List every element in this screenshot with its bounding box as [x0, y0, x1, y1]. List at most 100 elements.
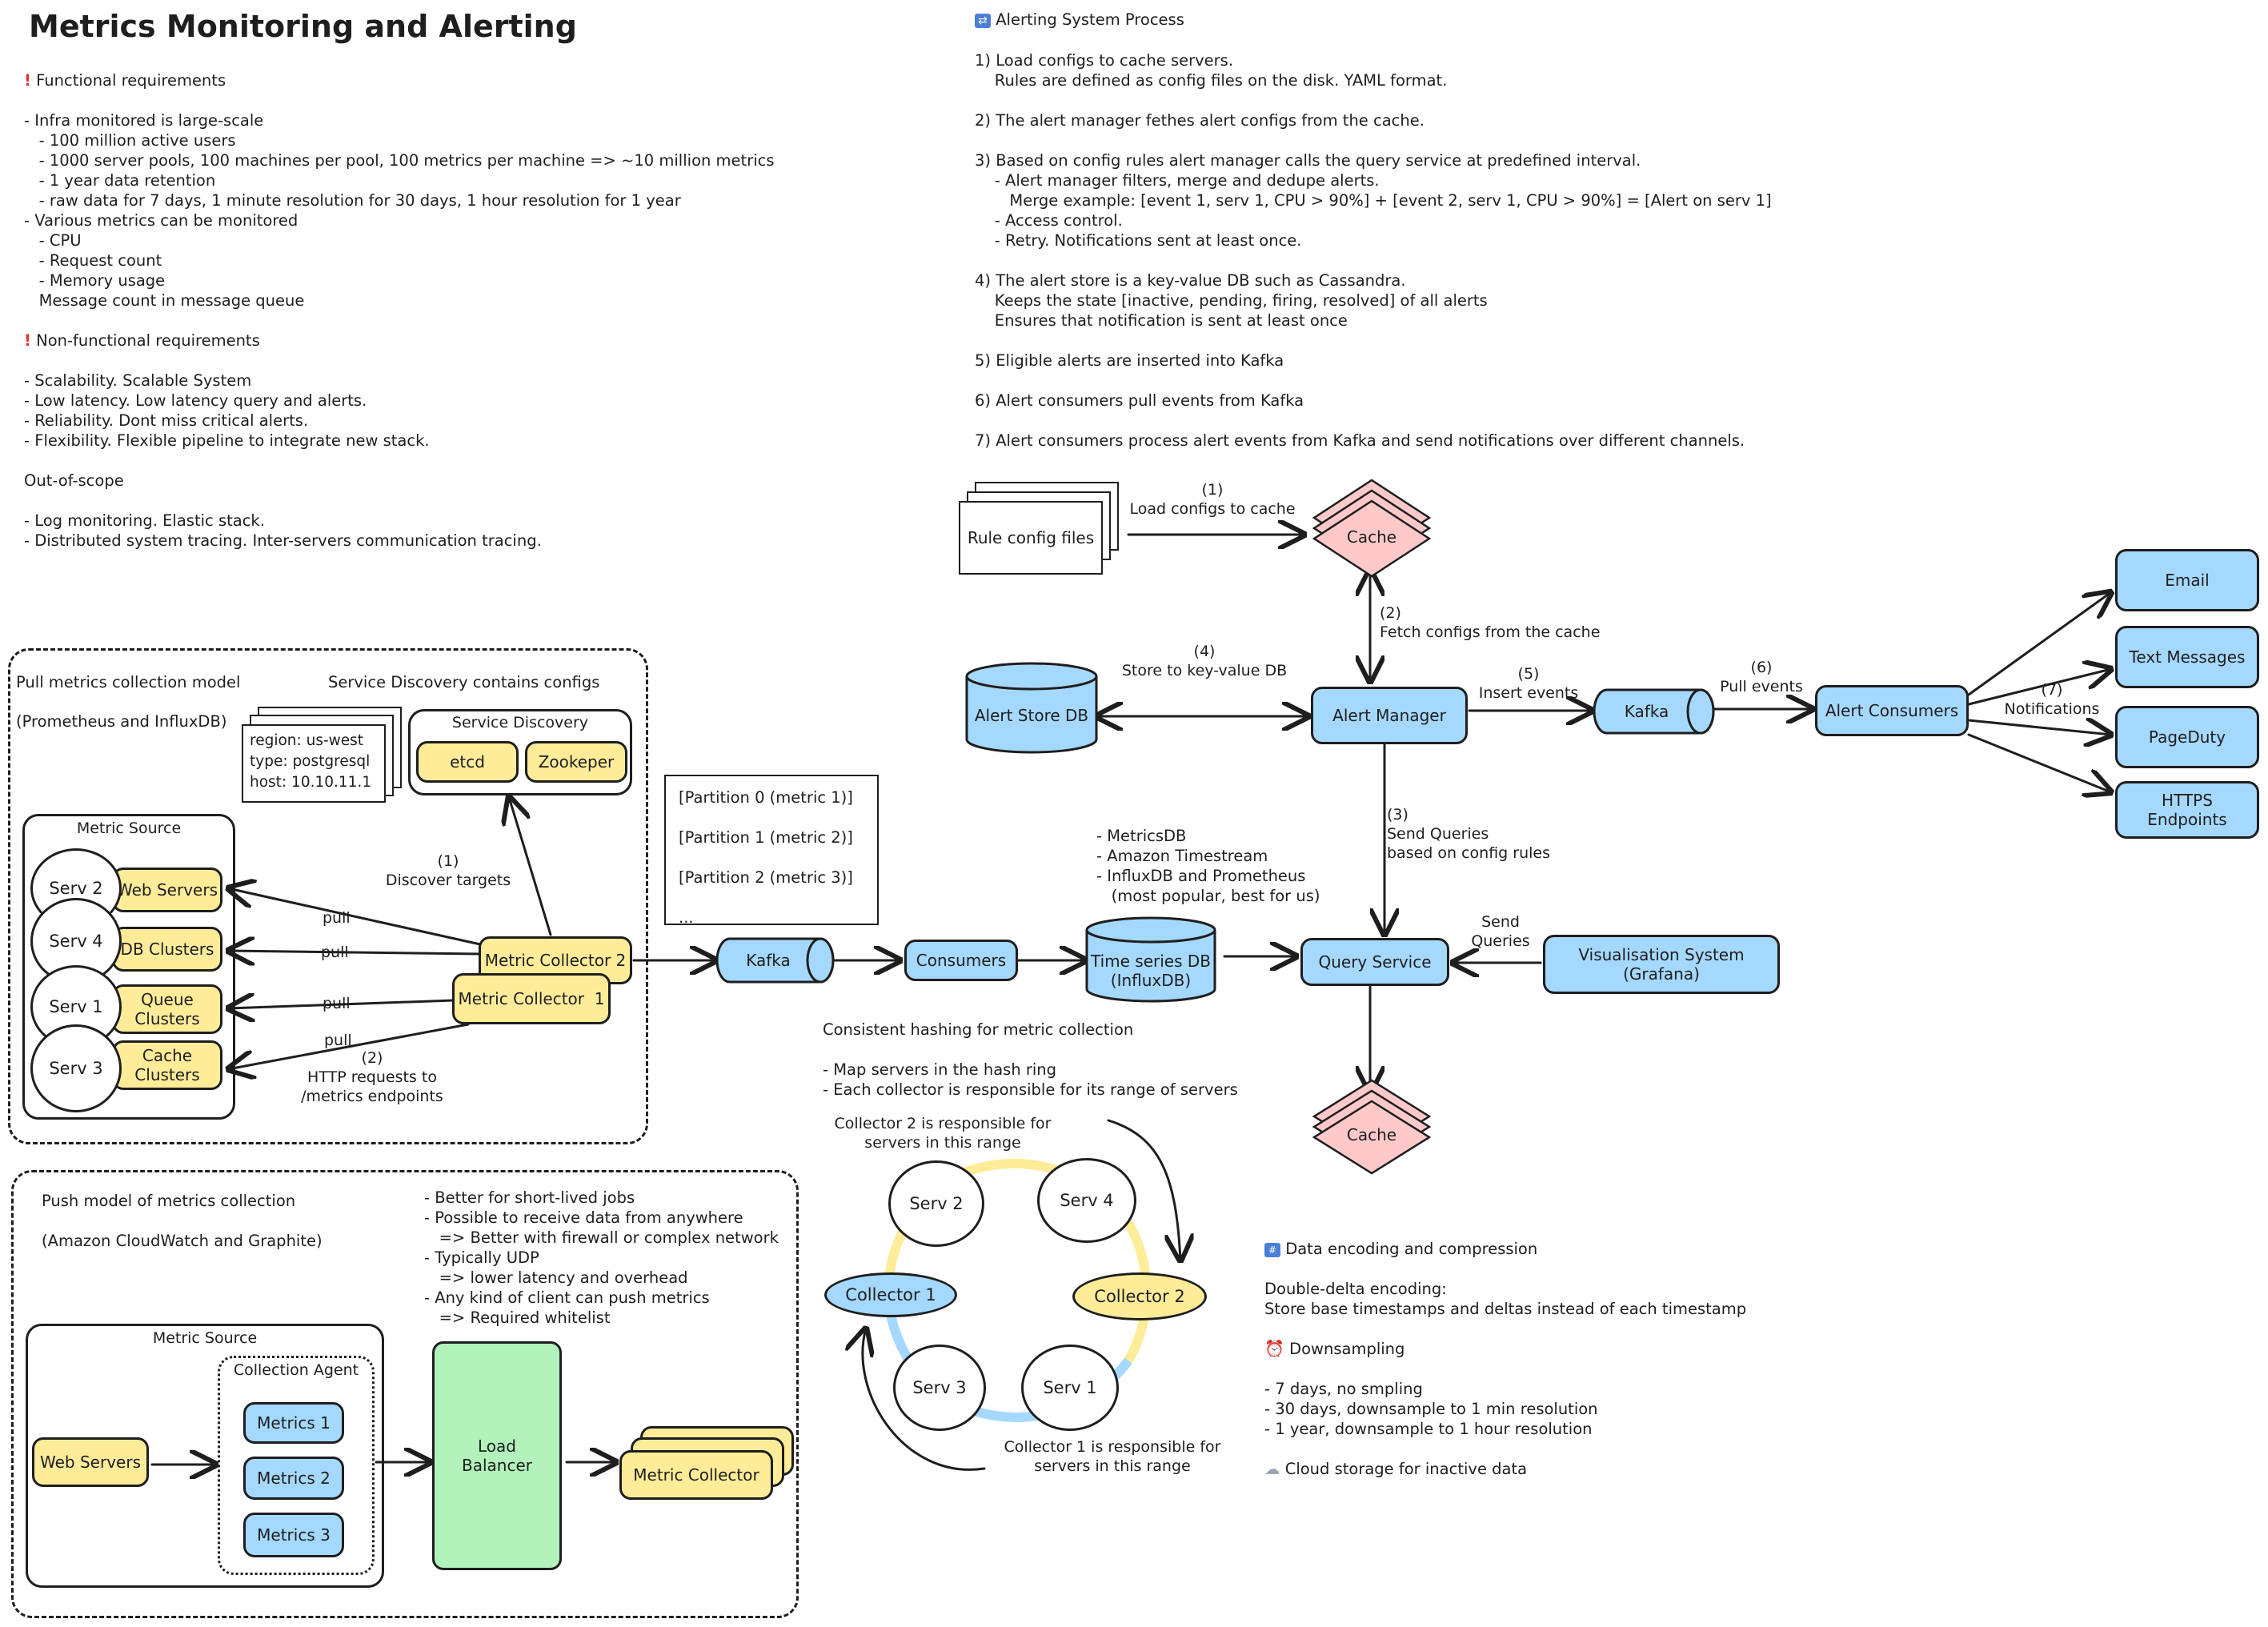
collection-agent-title: Collection Agent [233, 1361, 359, 1379]
pull-label-queue: pull [323, 995, 351, 1012]
pull-label-cache: pull [324, 1032, 352, 1049]
alert-manager[interactable]: Alert Manager [1311, 687, 1468, 744]
ring-serv-1[interactable]: Serv 1 [1021, 1344, 1119, 1431]
kafka-pipeline[interactable]: Kafka [746, 951, 791, 970]
partition-item: ... [679, 908, 694, 927]
push-metric-source-box [26, 1324, 384, 1588]
arrow-pull-queue [228, 1000, 455, 1008]
encoding-heading-text: Data encoding and compression [1285, 1240, 1538, 1258]
store-kv-label: (4) Store to key-value DB [1121, 643, 1288, 679]
encoding-heading: # Data encoding and compression [1264, 1239, 1537, 1259]
alert-consumers[interactable]: Alert Consumers [1815, 685, 1969, 736]
cluster-db[interactable]: DB Clusters [112, 927, 222, 972]
alerting-steps: 1) Load configs to cache servers. Rules … [975, 50, 1772, 471]
exclamation-icon: ! [24, 71, 31, 90]
ring-serv-4[interactable]: Serv 4 [1037, 1158, 1136, 1243]
metrics-1[interactable]: Metrics 1 [243, 1402, 344, 1444]
cache-bottom[interactable]: Cache [1346, 1125, 1397, 1144]
push-metric-collector[interactable]: Metric Collector [619, 1450, 773, 1500]
functional-heading: ! Functional requirements [24, 70, 226, 90]
cloud-storage-text: Cloud storage for inactive data [1284, 1460, 1528, 1478]
nonfunctional-heading: ! Non-functional requirements [24, 331, 260, 351]
channel-email[interactable]: Email [2115, 549, 2259, 611]
functional-item: - 1000 server pools, 100 machines per po… [24, 151, 775, 170]
functional-item: - 1 year data retention [24, 171, 216, 190]
cluster-queue[interactable]: Queue Clusters [112, 984, 222, 1034]
functional-item: - Various metrics can be monitored [24, 211, 299, 230]
metrics-2[interactable]: Metrics 2 [243, 1457, 344, 1500]
push-web-servers[interactable]: Web Servers [32, 1437, 149, 1487]
notifications-label: (7) Notifications [2004, 681, 2100, 718]
alerting-step: 1) Load configs to cache servers. Rules … [975, 51, 1448, 90]
fetch-configs-label: (2) Fetch configs from the cache [1380, 604, 1601, 641]
alerting-step: 4) The alert store is a key-value DB suc… [975, 271, 1488, 330]
downsampling-body: - 7 days, no smpling - 30 days, downsamp… [1264, 1380, 1598, 1438]
zookeeper[interactable]: Zookeper [525, 741, 627, 783]
etcd[interactable]: etcd [416, 741, 519, 783]
consumers[interactable]: Consumers [904, 940, 1018, 981]
channel-pagerduty[interactable]: PageDuty [2115, 706, 2259, 768]
alerting-step: 6) Alert consumers pull events from Kafk… [975, 391, 1304, 410]
cluster-web-servers[interactable]: Web Servers [112, 868, 222, 912]
load-balancer[interactable]: Load Balancer [432, 1341, 562, 1570]
alert-store-db[interactable]: Alert Store DB [974, 706, 1089, 725]
metrics-3[interactable]: Metrics 3 [243, 1513, 344, 1557]
functional-item: - CPU [24, 231, 82, 250]
nonfunctional-list: - Scalability. Scalable System- Low late… [24, 371, 430, 451]
cloud-icon: ☁ [1264, 1460, 1280, 1478]
arrow-to-sms [1967, 669, 2111, 706]
serv-3[interactable]: Serv 3 [30, 1024, 122, 1112]
push-model-subheading: (Amazon CloudWatch and Graphite) [42, 1232, 323, 1250]
push-model-heading: Push model of metrics collection [42, 1192, 296, 1210]
functional-item: Message count in message queue [24, 291, 305, 310]
cache-top[interactable]: Cache [1346, 527, 1397, 547]
time-series-db[interactable]: Time series DB (InfluxDB) [1090, 952, 1211, 990]
pull-model-heading: Pull metrics collection model [16, 673, 241, 691]
ring-serv-2[interactable]: Serv 2 [888, 1160, 984, 1247]
config-doc: region: us-west type: postgresql host: 1… [242, 724, 386, 803]
partition-item: [Partition 2 (metric 3)] [679, 868, 853, 887]
pull-events-label: (6) Pull events [1720, 659, 1803, 695]
arrow-collector1-range [863, 1328, 986, 1471]
vis-send-queries-label: Send Queries [1471, 913, 1530, 950]
alerting-step: 7) Alert consumers process alert events … [975, 431, 1745, 450]
out-of-scope-item: - Log monitoring. Elastic stack. [24, 511, 265, 530]
kafka-alert[interactable]: Kafka [1624, 702, 1669, 721]
encoding-body: Double-delta encoding: Store base timest… [1264, 1280, 1747, 1318]
pull-label-db: pull [321, 944, 349, 961]
cache-bottom-shape [1312, 1079, 1432, 1175]
ring-collector-1[interactable]: Collector 1 [824, 1272, 957, 1317]
service-discovery-heading: Service Discovery contains configs [328, 673, 600, 691]
downsampling-heading-text: Downsampling [1289, 1340, 1405, 1358]
query-service[interactable]: Query Service [1300, 938, 1449, 986]
push-model-notes: - Better for short-lived jobs - Possible… [424, 1188, 779, 1327]
load-configs-label: (1) Load configs to cache [1129, 481, 1296, 518]
kafka-alert-cylinder [1593, 688, 1715, 735]
metric-source-box [22, 814, 235, 1120]
arrow-pull-db [228, 951, 482, 954]
cache-top-shape [1312, 479, 1432, 578]
ring-collector-2[interactable]: Collector 2 [1072, 1272, 1207, 1320]
visualisation-system[interactable]: Visualisation System (Grafana) [1543, 935, 1780, 994]
ring-serv-3[interactable]: Serv 3 [893, 1344, 986, 1431]
channel-https-endpoints[interactable]: HTTPS Endpoints [2115, 781, 2259, 839]
nonfunctional-item: - Scalability. Scalable System [24, 371, 252, 390]
partition-item: [Partition 0 (metric 1)] [679, 788, 853, 807]
nonfunctional-item: - Reliability. Dont miss critical alerts… [24, 411, 309, 430]
alerting-step: 3) Based on config rules alert manager c… [975, 151, 1772, 250]
metric-source-title: Metric Source [76, 820, 182, 837]
arrow-collector2-range [1107, 1119, 1180, 1260]
collector2-range-note: Collector 2 is responsible for servers i… [834, 1115, 1052, 1152]
functional-list: - Infra monitored is large-scale - 100 m… [24, 110, 775, 311]
arrow-to-pagerduty [1967, 720, 2111, 735]
service-discovery-title: Service Discovery [451, 714, 589, 731]
channel-text-messages[interactable]: Text Messages [2115, 626, 2259, 688]
cluster-cache[interactable]: Cache Clusters [112, 1040, 222, 1090]
numbers-icon: # [1264, 1242, 1280, 1257]
rule-config-files[interactable]: Rule config files [959, 501, 1103, 575]
http-requests-label: (2) HTTP requests to /metrics endpoints [301, 1049, 443, 1105]
arrow-pull-cache [228, 1023, 470, 1069]
out-of-scope-list: - Log monitoring. Elastic stack.- Distri… [24, 511, 542, 551]
metric-collector-1[interactable]: Metric Collector 1 [452, 973, 611, 1024]
